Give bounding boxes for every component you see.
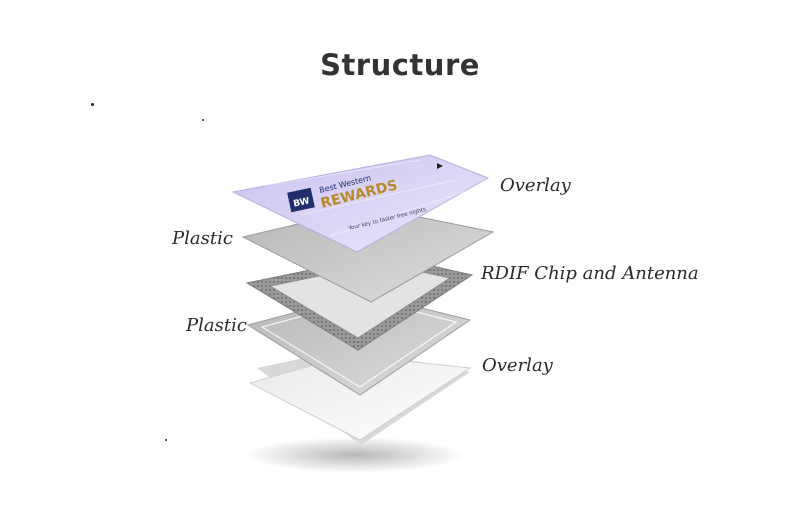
bw-logo-icon [287,187,315,213]
speck-mark [165,439,167,441]
speck-mark [202,119,204,121]
stack-shadow [245,437,465,473]
speck-mark [91,103,94,106]
layer-label-plastic-top: Plastic [172,228,233,249]
card-logo-text: BW [293,196,311,209]
page-title: Structure [320,48,480,82]
layer-label-plastic-bottom: Plastic [186,315,247,336]
layer-label-overlay-bottom: Overlay [482,355,553,376]
layer-label-chip-antenna: RDIF Chip and Antenna [481,263,699,284]
card-arrow-icon [437,163,443,169]
layer-label-overlay-top: Overlay [500,175,571,196]
